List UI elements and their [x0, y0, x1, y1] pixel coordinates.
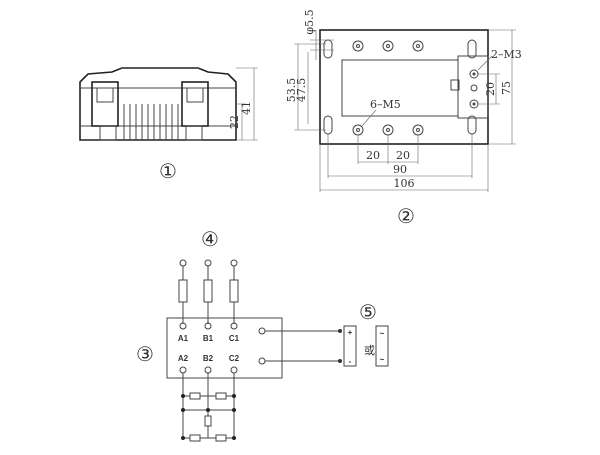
load-network [181, 373, 236, 442]
ac-symbol-top: ~ [380, 329, 385, 338]
terminal-b1: B1 [203, 334, 214, 343]
top-view-dim-53-5: 53.5 [285, 78, 298, 103]
side-view-left-terminal [91, 81, 119, 127]
top-view: φ5.5 53.5 47.5 2–M3 6–M5 20 75 20 20 9 [285, 9, 522, 228]
load-resistor-1 [189, 392, 201, 400]
label-circle-5: ⑤ [359, 300, 377, 324]
top-view-dim-20-right: 20 [484, 82, 497, 96]
fuse-b [203, 279, 213, 303]
side-view: 41 22 ① [79, 67, 258, 183]
load-resistor-3 [204, 415, 212, 427]
side-view-right-terminal [181, 81, 209, 127]
top-view-dim-106: 106 [394, 177, 415, 190]
or-text: 或 [364, 344, 375, 357]
dc-minus-label: - [349, 357, 352, 366]
side-view-heatsink-fins [123, 104, 179, 140]
top-view-dim-47-5: 47.5 [295, 78, 308, 103]
side-view-dim-22: 22 [228, 115, 241, 129]
top-view-indicator [450, 79, 460, 91]
top-view-dim-phi5-5: φ5.5 [303, 9, 316, 34]
side-view-right-foot [185, 125, 203, 141]
top-view-control-block [457, 55, 489, 119]
label-circle-1: ① [159, 159, 177, 183]
label-circle-2: ② [397, 204, 415, 228]
top-view-dim-20-b: 20 [396, 149, 410, 162]
side-view-right-screw [186, 87, 204, 103]
relay-box [166, 317, 283, 379]
ac-symbol-bottom: ~ [380, 355, 385, 364]
terminal-a1: A1 [178, 334, 189, 343]
top-view-dim-75: 75 [500, 81, 513, 95]
top-view-screws-bottom [352, 124, 424, 136]
top-view-screws-top [352, 40, 424, 52]
load-resistor-4 [189, 434, 201, 442]
dc-plus-label: + [348, 328, 353, 337]
top-view-dim-90: 90 [393, 163, 407, 176]
fuse-c [229, 279, 239, 303]
load-resistor-2 [215, 392, 227, 400]
terminal-c2: C2 [229, 354, 240, 363]
label-circle-3: ③ [136, 342, 154, 366]
ac-source [375, 325, 389, 367]
supply-lines [178, 259, 239, 324]
relay-terminals [179, 322, 266, 374]
fuse-a [178, 279, 188, 303]
side-view-body-outline [79, 67, 237, 141]
load-resistor-5 [215, 434, 227, 442]
side-view-dim-41: 41 [240, 101, 253, 115]
top-view-outline [319, 29, 489, 145]
wiring-diagram: ④ ③ ⑤ A1 [136, 227, 389, 442]
control-wires [265, 329, 342, 363]
terminal-a2: A2 [178, 354, 189, 363]
side-view-left-screw [96, 87, 114, 103]
dc-source [343, 325, 357, 367]
top-view-dim-20-a: 20 [366, 149, 380, 162]
top-view-screws-m3 [469, 69, 479, 109]
terminal-c1: C1 [229, 334, 240, 343]
side-view-left-foot [99, 125, 117, 141]
terminal-b2: B2 [203, 354, 214, 363]
top-view-dim-6-m5: 6–M5 [370, 98, 401, 111]
label-circle-4: ④ [201, 227, 219, 251]
top-view-mounting-slots [323, 39, 477, 135]
top-view-dim-2-m3: 2–M3 [491, 48, 522, 61]
